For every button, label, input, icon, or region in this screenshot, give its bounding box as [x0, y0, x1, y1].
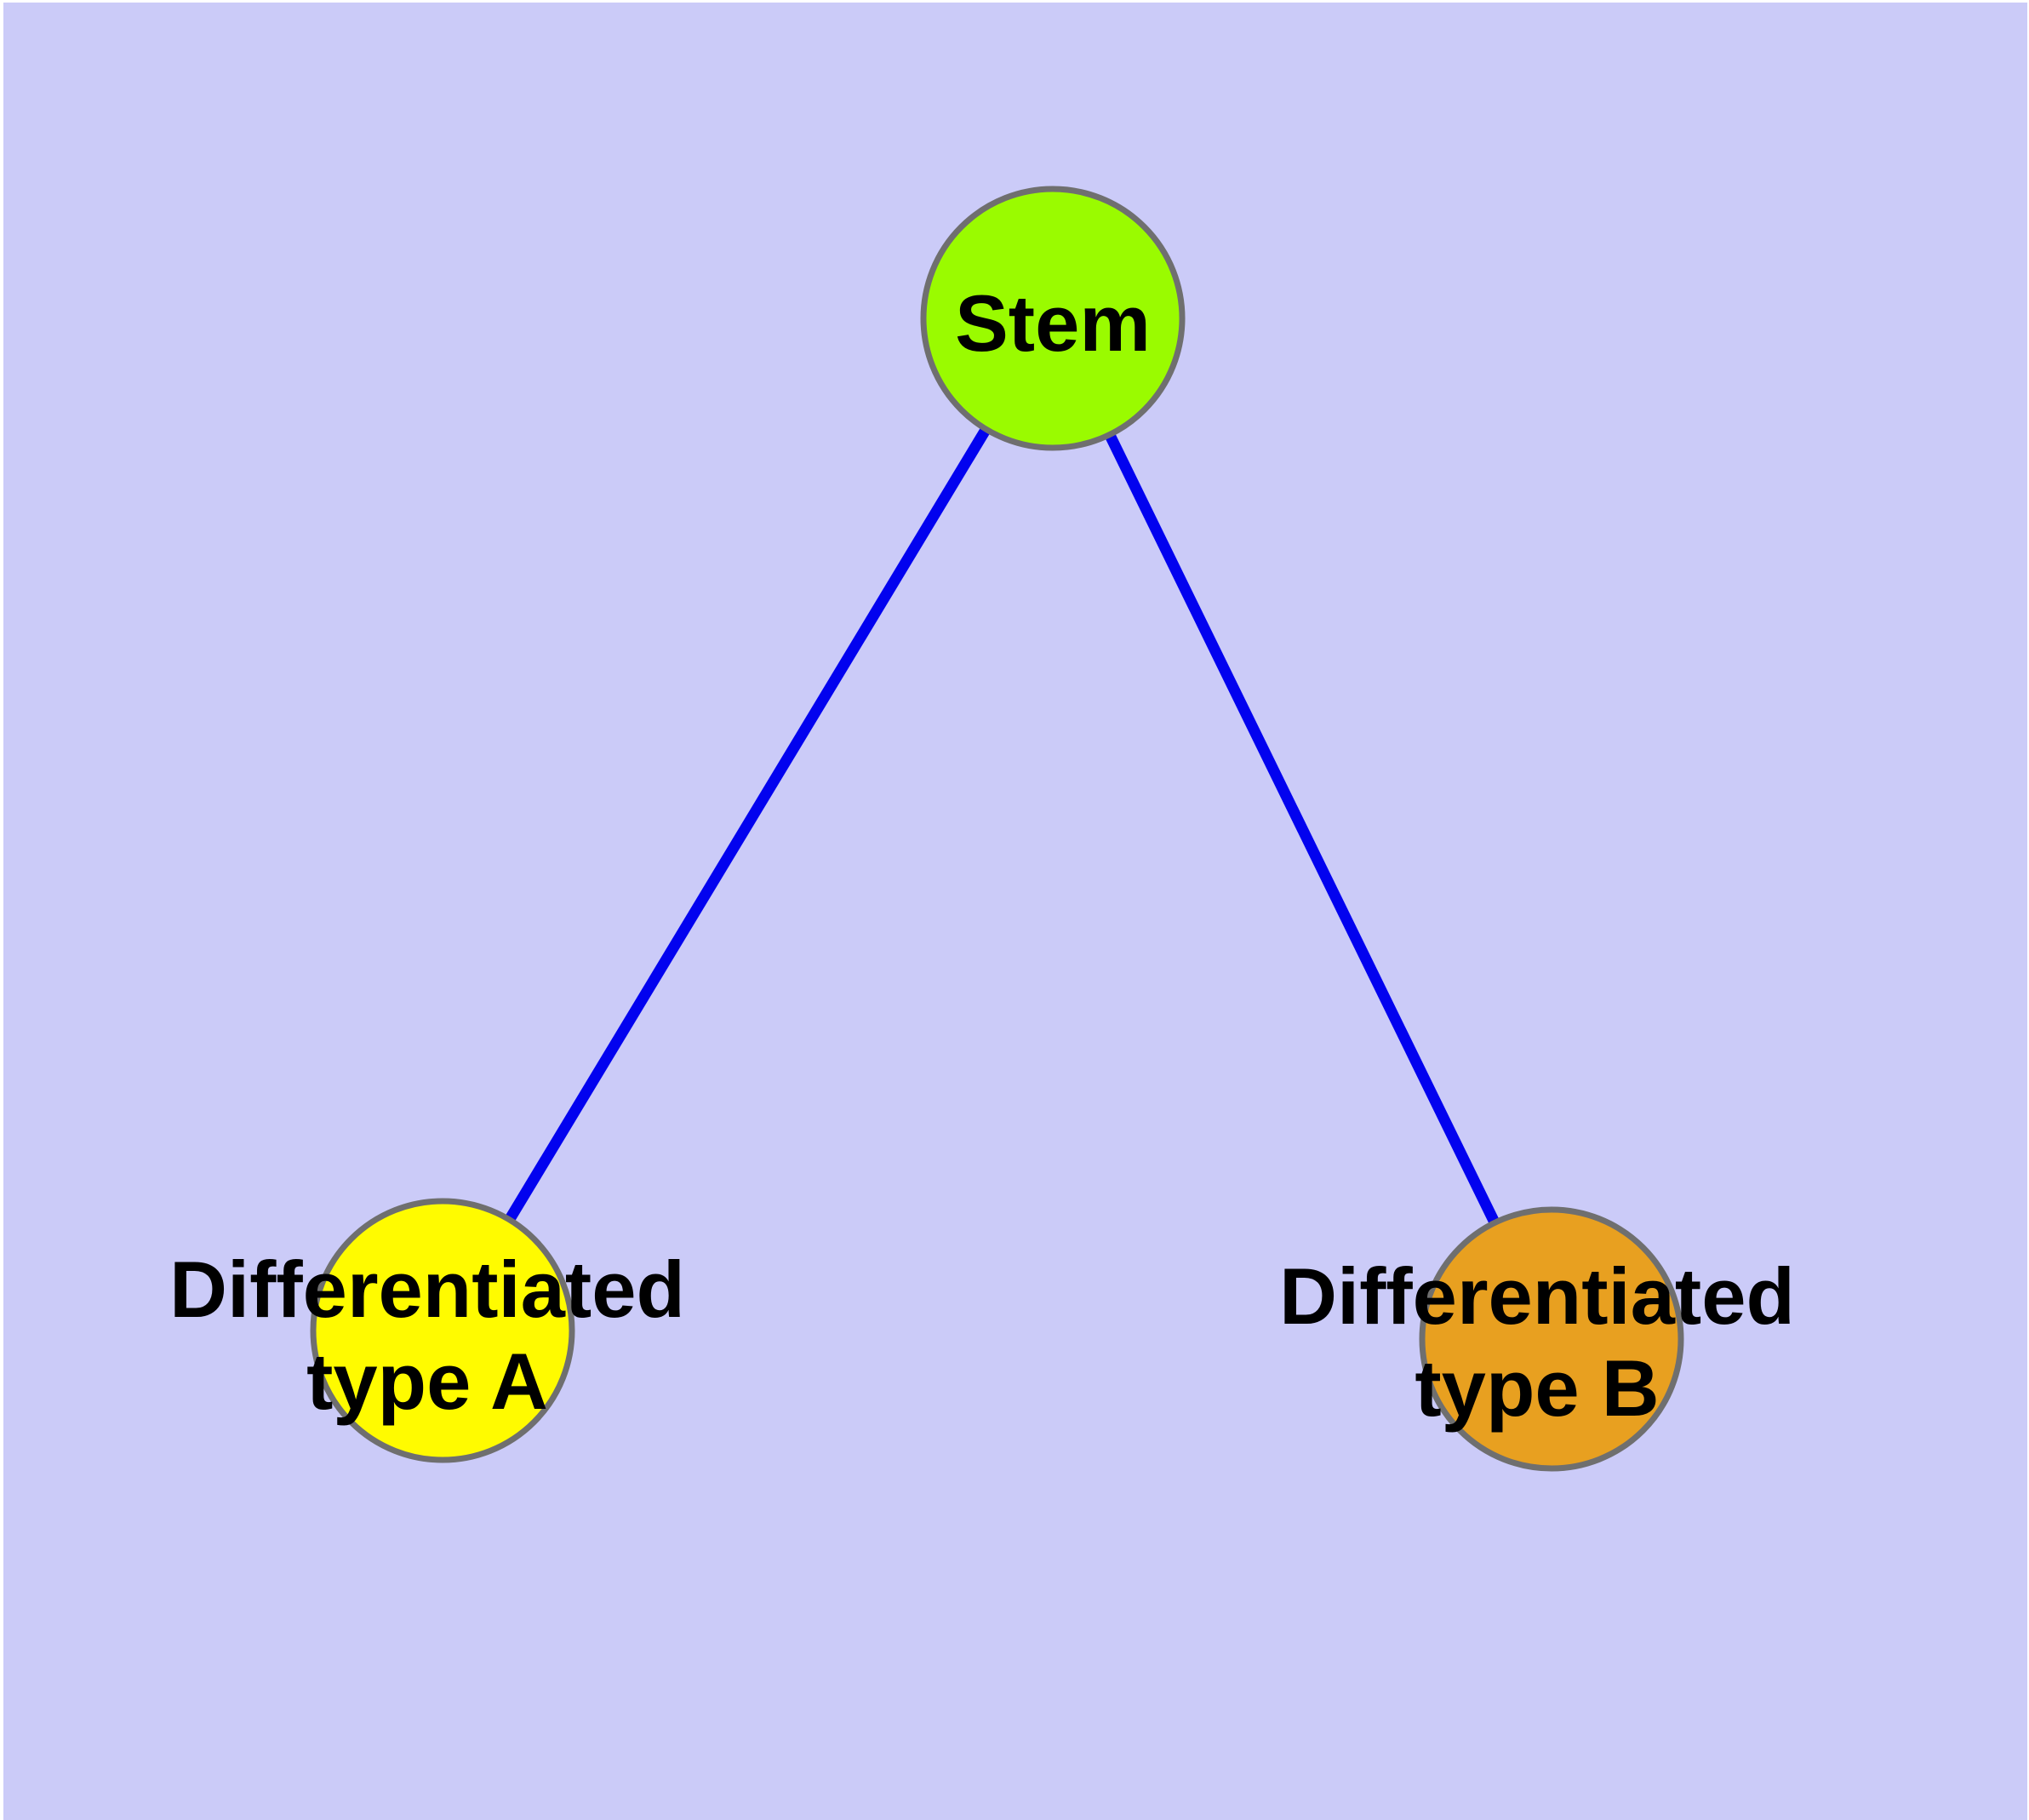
node-type-b [1419, 1206, 1684, 1472]
edge-stem-to-type-a [437, 315, 1058, 1334]
node-type-b-label-line2: type B [1415, 1343, 1659, 1433]
node-type-a-label-line1: Differentiated [169, 1245, 685, 1334]
node-type-a [310, 1198, 575, 1463]
node-stem-label: Stem [955, 278, 1151, 368]
node-type-a-label-line2: type A [306, 1336, 548, 1426]
edge-stem-to-type-b [1048, 316, 1557, 1342]
node-stem [920, 186, 1186, 451]
node-type-b-label-line1: Differentiated [1279, 1251, 1795, 1341]
